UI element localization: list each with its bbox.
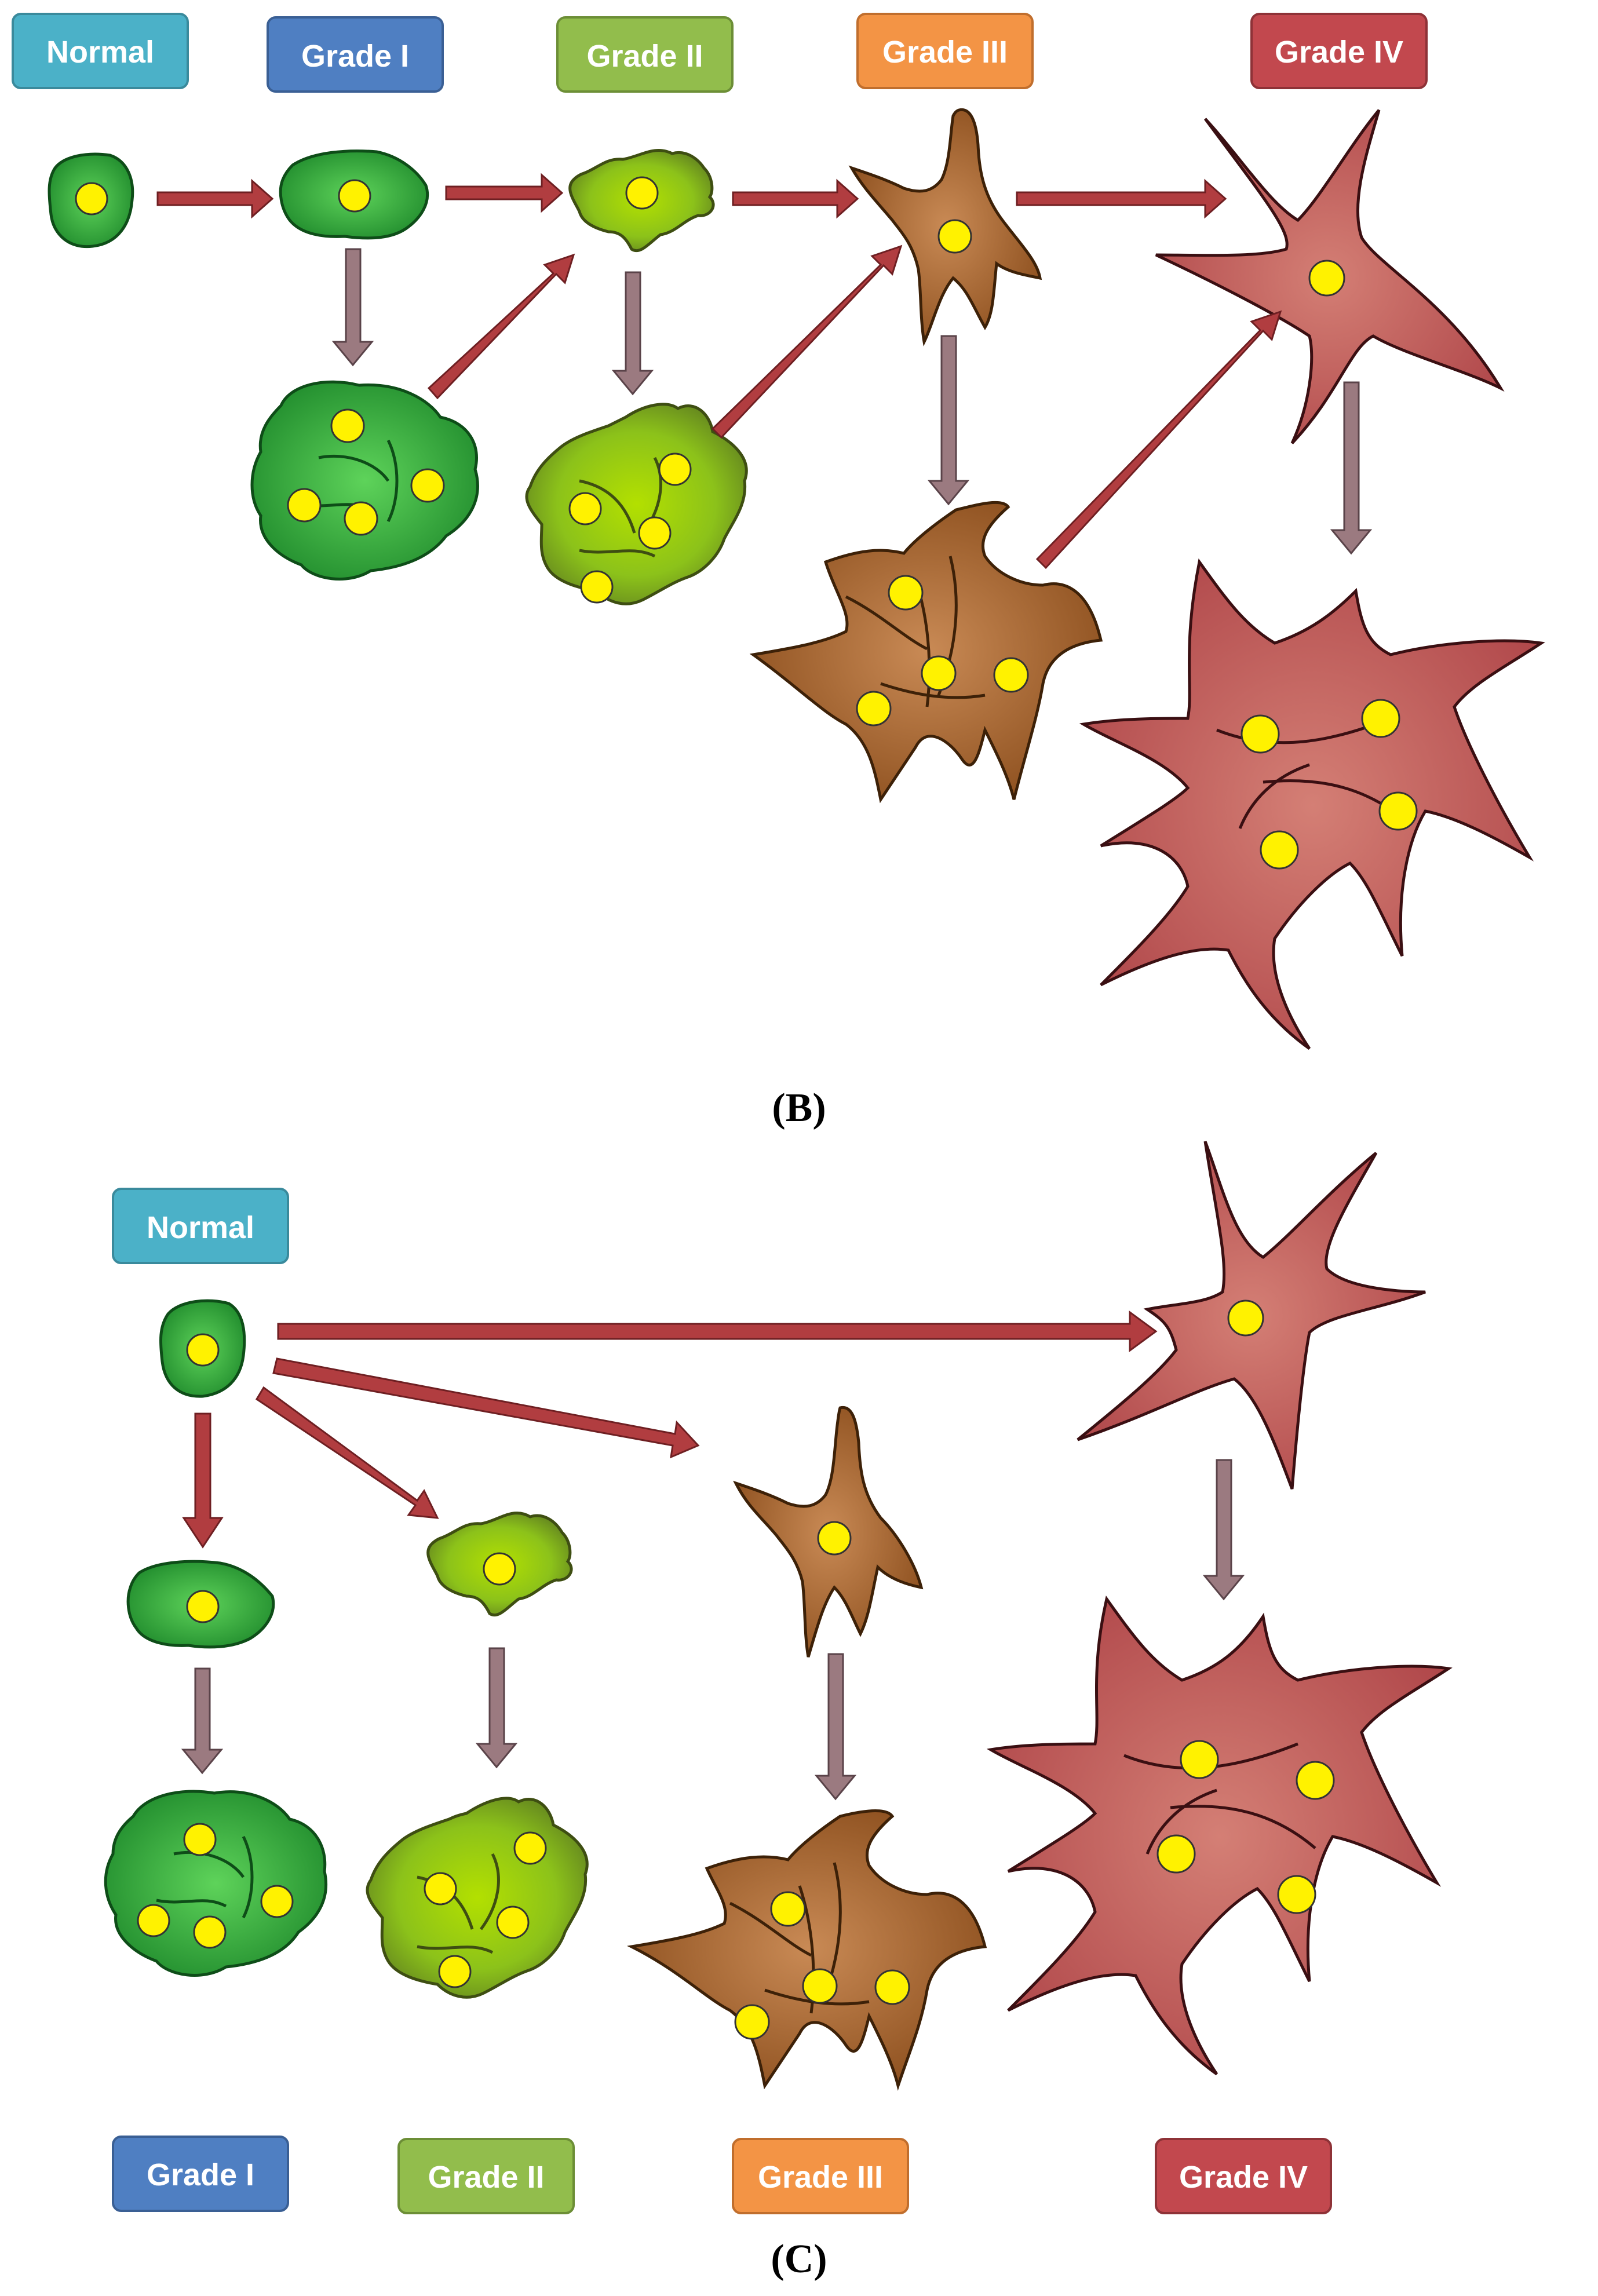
cluster-grade4-b: [1079, 558, 1545, 1050]
label-grade1-b: Grade I: [267, 16, 444, 93]
arrow-cluster2-to-grade3-b: [711, 244, 903, 439]
cell-grade4-b: [1155, 109, 1505, 444]
arrow-cluster3-to-grade4-b: [1035, 310, 1282, 570]
label-grade3-c: Grade III: [732, 2138, 909, 2214]
cell-grade4-c: [1077, 1141, 1426, 1490]
arrow-grade3-expand-b: [927, 335, 970, 506]
cell-grade1-c: [126, 1560, 275, 1649]
panel-b: Normal Grade I Grade II Grade III Grade …: [12, 13, 1545, 1130]
label-grade4-c: Grade IV: [1155, 2138, 1332, 2214]
svg-text:Normal: Normal: [147, 1210, 254, 1245]
panel-c: Normal Grade I Grade II Grade III Grade …: [104, 1141, 1453, 2282]
cluster-grade2-b: [525, 403, 748, 605]
cell-grade2-b: [568, 149, 715, 253]
cell-normal-b: [48, 152, 134, 249]
arrow-grade1-expand-b: [331, 248, 374, 367]
arrow-normal-to-grade2-c: [255, 1386, 439, 1519]
label-grade4-b: Grade IV: [1250, 13, 1428, 89]
svg-text:Grade IV: Grade IV: [1275, 35, 1403, 70]
svg-text:Grade IV: Grade IV: [1179, 2160, 1308, 2195]
cell-normal-c: [159, 1299, 246, 1398]
arrow-grade2-to-grade3-b: [732, 178, 859, 219]
arrow-grade1-expand-c: [181, 1667, 224, 1775]
label-normal-b: Normal: [12, 13, 189, 89]
progression-arrows-c: [182, 1311, 1158, 1549]
svg-text:Normal: Normal: [46, 35, 154, 70]
svg-text:Grade II: Grade II: [428, 2160, 544, 2195]
svg-text:Grade III: Grade III: [758, 2160, 883, 2195]
cluster-grade3-b: [749, 501, 1103, 804]
caption-b: (B): [772, 1086, 826, 1130]
cell-grade3-b: [848, 108, 1042, 346]
label-grade1-c: Grade I: [112, 2136, 289, 2212]
cluster-grade4-c: [986, 1596, 1453, 2076]
arrow-normal-to-grade4-c: [277, 1311, 1158, 1352]
label-grade2-b: Grade II: [556, 16, 734, 93]
svg-text:Grade I: Grade I: [147, 2158, 254, 2192]
cell-grade3-c: [733, 1406, 924, 1658]
arrow-normal-to-grade3-c: [272, 1357, 700, 1459]
caption-c: (C): [771, 2237, 827, 2282]
svg-text:Grade I: Grade I: [301, 39, 409, 74]
cluster-grade3-c: [627, 1809, 987, 2091]
arrow-grade2-expand-b: [611, 271, 654, 396]
cluster-grade1-b: [250, 380, 479, 581]
label-normal-c: Normal: [112, 1188, 289, 1264]
cell-grade1-b: [279, 149, 429, 240]
label-grade3-b: Grade III: [856, 13, 1034, 89]
arrow-grade1-to-grade2-b: [445, 173, 564, 213]
expansion-arrows-c: [181, 1459, 1245, 1801]
label-grade2-c: Grade II: [397, 2138, 575, 2214]
arrow-grade3-expand-c: [814, 1653, 857, 1801]
expansion-arrows-b: [331, 248, 1373, 555]
svg-text:Grade II: Grade II: [586, 39, 703, 74]
progression-arrows-b: [156, 173, 1282, 570]
arrow-normal-to-grade1-c: [182, 1412, 224, 1549]
arrow-normal-to-grade1-b: [156, 178, 274, 219]
arrow-grade2-expand-c: [475, 1647, 518, 1769]
cluster-grade2-c: [366, 1797, 589, 1999]
arrow-grade3-to-grade4-b: [1016, 178, 1227, 219]
arrow-grade4-expand-c: [1202, 1459, 1245, 1601]
cluster-grade1-c: [104, 1790, 328, 1977]
arrow-cluster1-to-grade2-b: [427, 253, 575, 400]
cell-grade2-c: [426, 1512, 573, 1617]
svg-text:Grade III: Grade III: [882, 35, 1008, 70]
arrow-grade4-expand-b: [1330, 381, 1373, 555]
